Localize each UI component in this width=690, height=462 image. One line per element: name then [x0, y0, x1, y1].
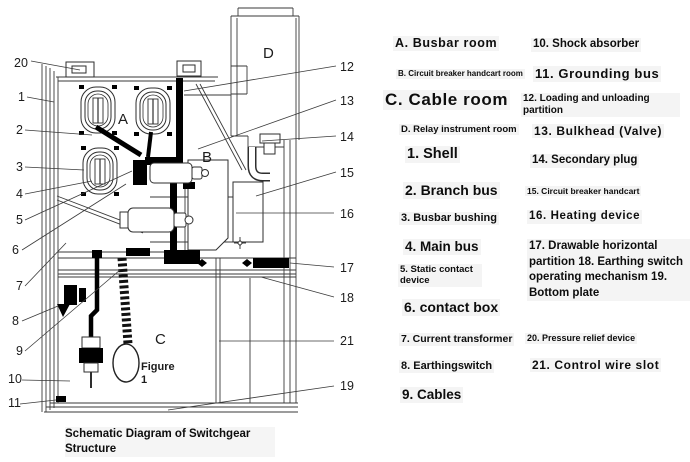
legend-item-c: C. Cable room — [383, 90, 511, 111]
legend-item-14: 14. Secondary plug — [530, 154, 640, 168]
legend-item-11: 11. Grounding bus — [533, 66, 662, 82]
room-letter-d: D — [263, 45, 274, 62]
crosshair-mark — [234, 237, 246, 249]
legend-item-17-18-19: 17. Drawable horizontal partition 18. Ea… — [527, 239, 690, 302]
duct-elbow-core — [249, 147, 270, 180]
legend-item-3: 3. Busbar bushing — [399, 212, 499, 226]
callout-14: 14 — [340, 130, 354, 144]
callout-8: 8 — [12, 314, 19, 328]
legend-item-4: 4. Main bus — [403, 239, 481, 256]
callout-3: 3 — [16, 160, 23, 174]
legend-item-6: 6. contact box — [402, 299, 501, 316]
legend-item-b: B. Circuit breaker handcart room — [396, 69, 525, 79]
callout-2: 2 — [16, 123, 23, 137]
leader-lines — [19, 60, 337, 411]
switchgear-schematic: 20 1 2 3 4 5 6 7 8 9 10 11 12 13 14 15 1… — [8, 7, 354, 413]
callout-19: 19 — [340, 379, 354, 393]
legend-panel: A. Busbar room B. Circuit breaker handca… — [380, 0, 690, 462]
cable-run — [88, 255, 100, 337]
legend-item-15: 15. Circuit breaker handcart — [525, 186, 642, 197]
hatched-cable — [117, 257, 133, 345]
legend-item-7: 7. Current transformer — [399, 333, 515, 346]
figure-caption: Schematic Diagram of Switchgear Structur… — [65, 427, 275, 457]
callout-21: 21 — [340, 334, 354, 348]
callout-11: 11 — [8, 396, 21, 410]
busbar-bushing-3 — [80, 145, 120, 197]
legend-item-1: 1. Shell — [405, 146, 460, 164]
lifting-lugs — [65, 60, 202, 78]
room-letters: A B C D — [118, 45, 274, 348]
legend-item-d: D. Relay instrument room — [399, 124, 519, 136]
callout-15: 15 — [340, 166, 354, 180]
legend-item-20: 20. Pressure relief device — [525, 333, 638, 344]
callout-6: 6 — [12, 243, 19, 257]
callout-20: 20 — [14, 56, 28, 70]
callout-4: 4 — [16, 187, 23, 201]
secondary-plug — [259, 133, 281, 155]
legend-item-a: A. Busbar room — [393, 36, 500, 51]
breaker-handcart-block — [187, 159, 229, 251]
legend-item-8: 8. Earthingswitch — [399, 360, 495, 374]
callout-18: 18 — [340, 291, 354, 305]
figure-oval — [112, 343, 140, 383]
legend-item-16: 16. Heating device — [527, 210, 643, 224]
legend-item-5: 5. Static contact device — [398, 264, 482, 287]
room-letter-a: A — [118, 111, 128, 128]
callout-12: 12 — [340, 60, 354, 74]
side-box — [232, 181, 264, 243]
legend-item-9: 9. Cables — [400, 387, 464, 404]
static-contact-device — [119, 162, 209, 233]
figure-label: Figure 1 — [141, 361, 175, 386]
earthing-switch-arm — [57, 304, 70, 317]
legend-item-12: 12. Loading and unloading partition — [521, 93, 680, 117]
busbar-bushing-2 — [133, 85, 173, 137]
callout-numbers: 20 1 2 3 4 5 6 7 8 9 10 11 12 13 14 15 1… — [8, 56, 354, 410]
callout-17: 17 — [340, 261, 354, 275]
current-transformer — [64, 285, 86, 305]
callout-16: 16 — [340, 207, 354, 221]
legend-item-10: 10. Shock absorber — [531, 38, 642, 52]
room-letter-c: C — [155, 331, 166, 348]
cable-termination — [79, 336, 103, 388]
figure-label-line1: Figure — [141, 361, 175, 373]
figure-label-line2: 1 — [141, 374, 147, 386]
callout-13: 13 — [340, 94, 354, 108]
callout-9: 9 — [16, 344, 23, 358]
callout-10: 10 — [8, 372, 22, 386]
legend-item-21: 21. Control wire slot — [530, 358, 662, 373]
room-letter-b: B — [202, 149, 212, 166]
callout-7: 7 — [16, 279, 23, 293]
callout-5: 5 — [16, 213, 23, 227]
legend-item-2: 2. Branch bus — [403, 182, 500, 199]
legend-item-13: 13. Bulkhead (Valve) — [532, 124, 665, 139]
callout-1: 1 — [18, 90, 25, 104]
